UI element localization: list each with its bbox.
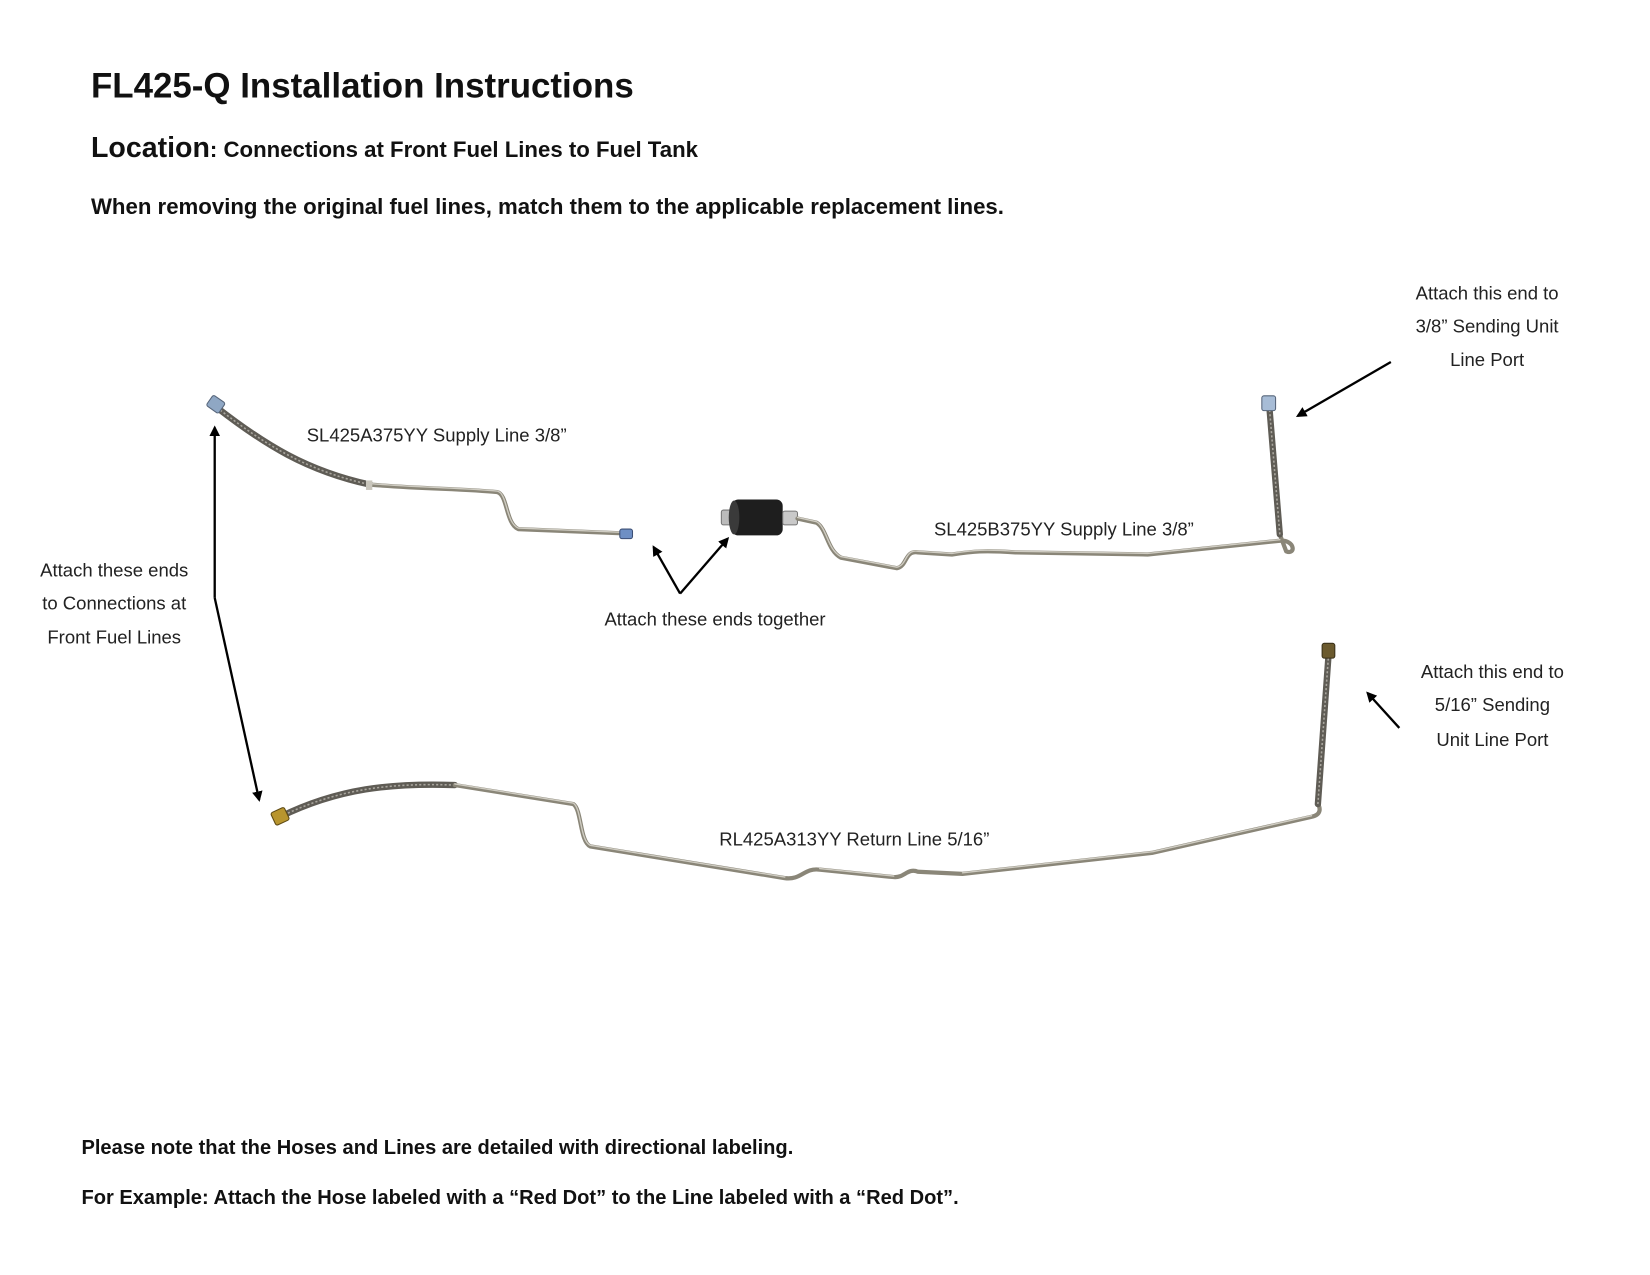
footer-note-1: Please note that the Hoses and Lines are… [81,1137,793,1159]
sending-516-note-line: 5/16” Sending [1435,694,1550,715]
supply-line-b [795,395,1295,571]
sending-38-note: Attach this end to 3/8” Sending Unit Lin… [1416,283,1559,371]
together-note: Attach these ends together [604,608,825,629]
sending-516-note-line: Attach this end to [1421,661,1564,682]
front-note: Attach these ends to Connections at Fron… [40,560,188,648]
sending-38-note-line: Line Port [1450,349,1524,370]
sending-516-note: Attach this end to 5/16” Sending Unit Li… [1421,661,1564,750]
sending-516-note-line: Unit Line Port [1436,729,1548,750]
brass-fitting-icon [270,807,290,826]
location-text: : Connections at Front Fuel Lines to Fue… [210,137,699,162]
footer-note-2: For Example: Attach the Hose labeled wit… [81,1187,958,1209]
fuel-filter-icon [720,499,799,536]
front-note-line: to Connections at [42,592,186,613]
return-line-label: RL425A313YY Return Line 5/16” [719,828,989,849]
sending-38-note-line: 3/8” Sending Unit [1416,315,1559,336]
hose-fitting-icon [206,395,226,414]
return-line [270,642,1336,881]
location-line: Location: Connections at Front Fuel Line… [91,132,699,164]
location-label: Location [91,132,210,164]
arrow-icon [209,360,1401,802]
supply-line-b-label: SL425B375YY Supply Line 3/8” [934,518,1194,539]
supply-line-a-label: SL425A375YY Supply Line 3/8” [307,424,567,445]
front-note-line: Front Fuel Lines [47,626,181,647]
supply-line-a [206,395,634,540]
instruction-text: When removing the original fuel lines, m… [91,194,1004,219]
sending-38-note-line: Attach this end to [1416,283,1559,304]
front-note-line: Attach these ends [40,560,188,581]
tube-nut-icon [619,528,634,540]
hose-fitting-icon [1261,395,1277,412]
hose-fitting-icon [1321,642,1336,659]
page-title: FL425-Q Installation Instructions [91,67,634,106]
